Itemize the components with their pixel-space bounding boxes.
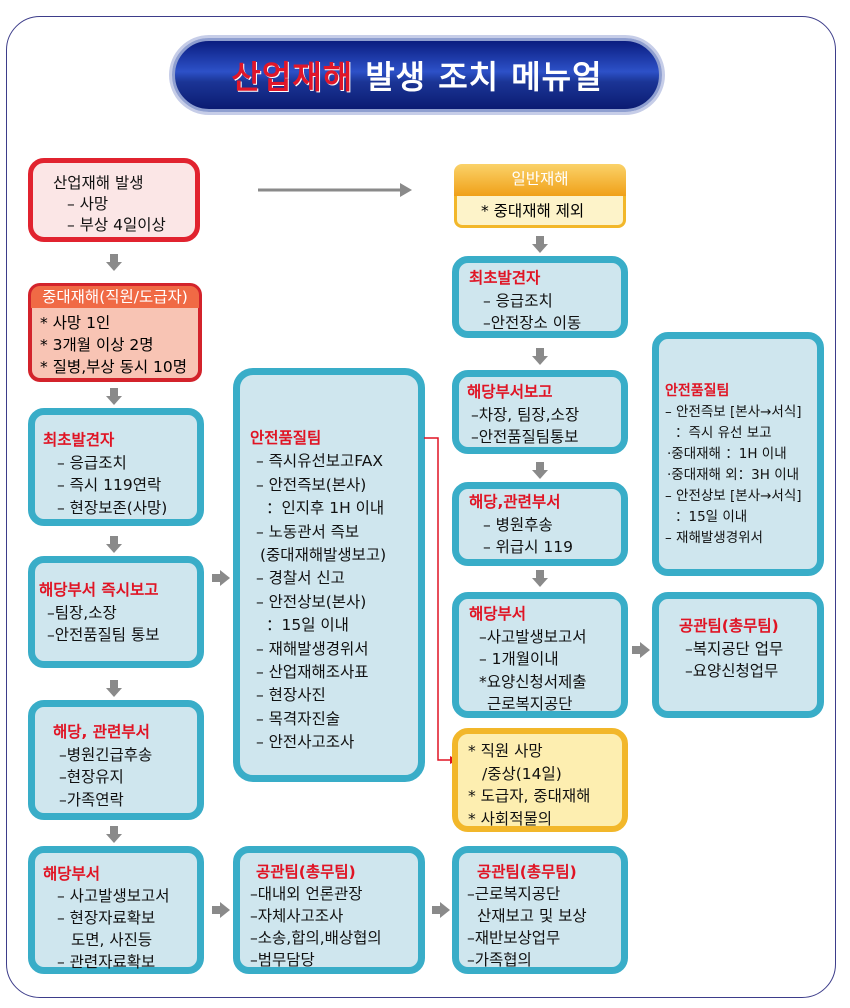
far-safety-team-head: 안전품질팀 [665, 383, 730, 399]
left-dept-l4: – 관련자료확보 [57, 953, 156, 971]
far-safety-team-l7: – 재해발생경위서 [665, 530, 763, 546]
right-dept-report-head: 해당부서보고 [467, 383, 553, 401]
mid-item-2: – 안전즉보(본사) [256, 475, 367, 494]
general-accident-body: * 중대재해 제외 [454, 196, 626, 228]
right-dept-l3: *요양신청서제출 [479, 672, 587, 691]
right-dept-l2: – 1개월이내 [479, 650, 559, 668]
right-notice-box: * 직원 사망 /중상(14일) * 도급자, 중대재해 * 사회적물의 [452, 728, 628, 832]
left-dept-l2: – 현장자료확보 [57, 909, 156, 927]
occurrence-box: 산업재해 발생 – 사망 – 부상 4일이상 [28, 158, 200, 242]
left-dept-report: 해당부서 즉시보고 –팀장,소장 –안전품질팀 통보 [28, 556, 204, 668]
mid-general-affairs-head: 공관팀(총무팀) [256, 863, 356, 881]
right-general-affairs-l1: –근로복지공단 [467, 885, 561, 903]
arrow-to-general [258, 183, 412, 197]
left-dept-report-l2: –안전품질팀 통보 [47, 626, 160, 644]
mid-item-11: – 현장사진 [256, 686, 326, 705]
occurrence-injury: – 부상 4일이상 [67, 216, 166, 234]
right-notice-l2: /중상(14일) [482, 764, 562, 783]
page-title: 산업재해 발생 조치 메뉴얼 [172, 38, 662, 112]
far-general-affairs: 공관팀(총무팀) –복지공단 업무 –요양신청업무 [652, 592, 824, 718]
right-dept-head: 해당부서 [469, 605, 527, 623]
major-accident-header: 중대재해(직원/도급자) [28, 283, 202, 308]
occurrence-death: – 사망 [67, 195, 109, 213]
far-safety-team-l5: – 안전상보 [본사→서식] [665, 488, 802, 504]
far-general-affairs-l1: –복지공단 업무 [685, 639, 784, 658]
mid-item-6: – 경찰서 신고 [256, 569, 345, 588]
right-dept-report: 해당부서보고 –차장, 팀장,소장 –안전품질팀통보 [452, 370, 628, 454]
far-safety-team: 안전품질팀 – 안전즉보 [본사→서식] ：즉시 유선 보고 ·중대재해 ：1H… [652, 332, 824, 576]
right-general-affairs-l2: 산재보고 및 보상 [477, 907, 587, 925]
mid-general-affairs-l2: –자체사고조사 [250, 907, 344, 925]
right-general-affairs-l4: –가족협의 [467, 951, 532, 969]
left-first-finder-l3: – 현장보존(사망) [57, 498, 168, 517]
left-related-dept-l2: –현장유지 [59, 768, 124, 786]
major-three-months: * 3개월 이상 2명 [40, 336, 154, 354]
right-dept: 해당부서 –사고발생보고서 – 1개월이내 *요양신청서제출 근로복지공단 [452, 592, 628, 718]
right-first-finder-head: 최초발견자 [469, 269, 541, 287]
right-related-dept: 해당,관련부서 – 병원후송 – 위급시 119 [452, 482, 628, 566]
right-first-finder: 최초발견자 – 응급조치 –안전장소 이동 [452, 256, 628, 338]
left-first-finder-head: 최초발견자 [43, 431, 115, 449]
left-related-dept-l3: –가족연락 [59, 790, 124, 809]
general-accident-text: * 중대재해 제외 [481, 202, 585, 220]
right-dept-l4: 근로복지공단 [487, 695, 573, 713]
right-related-dept-l2: – 위급시 119 [483, 538, 573, 556]
right-general-affairs-l3: –재반보상업무 [467, 929, 561, 947]
right-notice-l4: * 사회적물의 [468, 809, 552, 828]
major-disease: * 질병,부상 동시 10명 [40, 358, 188, 376]
right-general-affairs: 공관팀(총무팀) –근로복지공단 산재보고 및 보상 –재반보상업무 –가족협의 [452, 846, 628, 974]
left-dept-report-l1: –팀장,소장 [47, 603, 117, 622]
right-dept-report-l1: –차장, 팀장,소장 [471, 405, 580, 424]
left-related-dept-l1: –병원긴급후송 [59, 745, 153, 764]
left-dept-report-head: 해당부서 즉시보고 [39, 581, 159, 599]
mid-item-1: – 즉시유선보고FAX [256, 452, 383, 471]
left-first-finder: 최초발견자 – 응급조치 – 즉시 119연락 – 현장보존(사망) [28, 408, 204, 526]
mid-general-affairs: 공관팀(총무팀) –대내외 언론관장 –자체사고조사 –소송,합의,배상협의 –… [233, 846, 425, 974]
right-dept-report-l2: –안전품질팀통보 [471, 428, 579, 446]
mid-general-affairs-l4: –범무담당 [250, 951, 315, 969]
far-safety-team-l3: ·중대재해 ：1H 이내 [667, 446, 787, 462]
right-general-affairs-head: 공관팀(총무팀) [477, 863, 577, 881]
mid-safety-team: 안전품질팀 – 즉시유선보고FAX – 안전즉보(본사) ：인지후 1H 이내 … [233, 368, 425, 782]
mid-item-7: – 안전상보(본사) [256, 592, 367, 611]
left-first-finder-l1: – 응급조치 [57, 453, 127, 472]
title-highlight: 산업재해 [231, 58, 354, 96]
right-dept-l1: –사고발생보고서 [479, 627, 587, 646]
mid-item-8: ：15일 이내 [266, 616, 349, 635]
left-dept-head: 해당부서 [43, 865, 101, 883]
left-first-finder-l2: – 즉시 119연락 [57, 476, 162, 494]
right-related-dept-head: 해당,관련부서 [469, 493, 561, 511]
mid-item-12: – 목격자진술 [256, 709, 340, 728]
right-notice-l1: * 직원 사망 [468, 742, 543, 760]
right-related-dept-l1: – 병원후송 [483, 515, 553, 534]
occurrence-title: 산업재해 발생 [53, 174, 144, 192]
major-accident-body: * 사망 1인 * 3개월 이상 2명 * 질병,부상 동시 10명 [28, 308, 202, 382]
title-rest: 발생 조치 메뉴얼 [365, 58, 603, 96]
far-safety-team-l6: ：15일 이내 [675, 509, 748, 525]
mid-item-5: (중대재해발생보고) [260, 546, 387, 565]
left-related-dept: 해당, 관련부서 –병원긴급후송 –현장유지 –가족연락 [28, 700, 204, 820]
right-first-finder-l2: –안전장소 이동 [483, 314, 582, 332]
mid-general-affairs-l3: –소송,합의,배상협의 [250, 929, 382, 947]
mid-general-affairs-l1: –대내외 언론관장 [250, 885, 363, 903]
left-dept: 해당부서 – 사고발생보고서 – 현장자료확보 도면, 사진등 – 관련자료확보 [28, 846, 204, 974]
far-general-affairs-head: 공관팀(총무팀) [679, 617, 779, 635]
far-general-affairs-l2: –요양신청업무 [685, 662, 779, 680]
mid-item-13: – 안전사고조사 [256, 733, 355, 752]
mid-item-10: – 산업재해조사표 [256, 663, 369, 682]
mid-item-4: – 노동관서 즉보 [256, 522, 360, 541]
left-dept-l1: – 사고발생보고서 [57, 887, 170, 905]
far-safety-team-l2: ：즉시 유선 보고 [675, 425, 772, 441]
left-related-dept-head: 해당, 관련부서 [53, 723, 150, 741]
right-first-finder-l1: – 응급조치 [483, 291, 553, 310]
general-accident-head: 일반재해 [454, 164, 626, 196]
right-notice-l3: * 도급자, 중대재해 [468, 787, 591, 805]
left-dept-l3: 도면, 사진등 [71, 931, 153, 949]
mid-item-9: – 재해발생경위서 [256, 639, 369, 658]
mid-item-3: ：인지후 1H 이내 [266, 499, 385, 518]
far-safety-team-l4: ·중대재해 외：3H 이내 [667, 467, 800, 483]
major-death: * 사망 1인 [40, 314, 111, 332]
mid-safety-team-head: 안전품질팀 [250, 429, 322, 447]
far-safety-team-l1: – 안전즉보 [본사→서식] [665, 404, 802, 420]
